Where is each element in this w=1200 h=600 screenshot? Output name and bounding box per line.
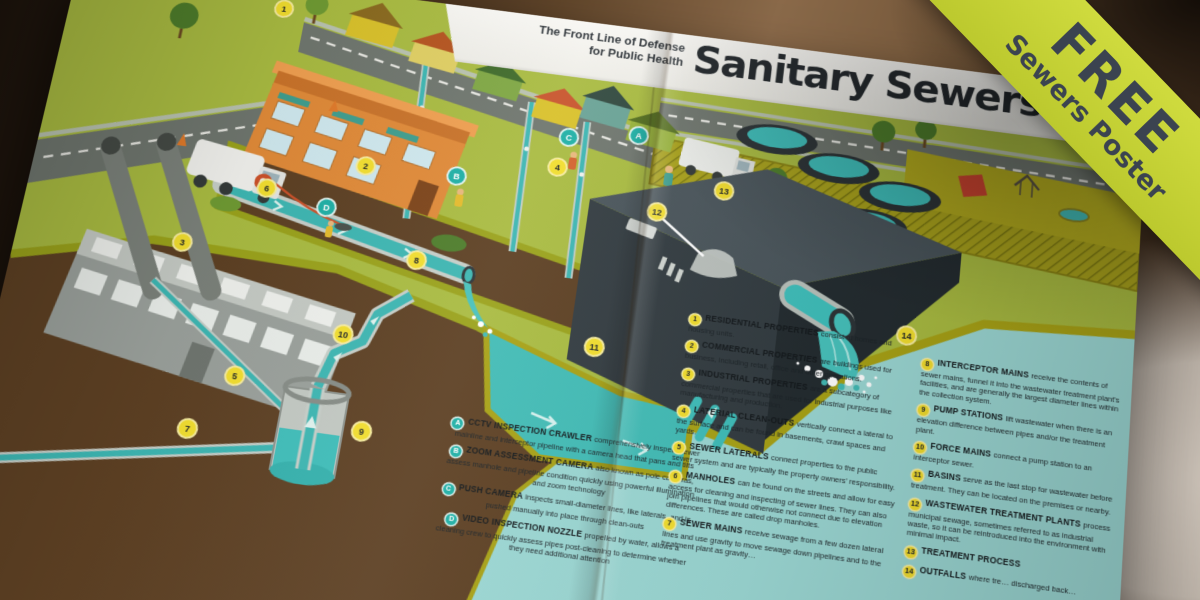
- underground-soil: [0, 120, 676, 600]
- legend-badge-14: 14: [902, 565, 916, 579]
- playground: [900, 149, 1144, 254]
- legend-column-1: 1 RESIDENTIAL PROPERTIES consist of home…: [660, 312, 910, 586]
- legend-badge-13: 13: [904, 545, 918, 559]
- pipe-trench: [199, 145, 676, 362]
- poster-wrap: The Front Line of Defense for Public Hea…: [0, 0, 1149, 600]
- pond: [1059, 207, 1089, 223]
- legend-badge-C: C: [441, 482, 455, 496]
- outfall-waterfall: [786, 295, 884, 394]
- legend-badge-A: A: [451, 417, 465, 430]
- factory: [32, 123, 356, 421]
- basin: [467, 328, 699, 477]
- force-main: [318, 285, 411, 397]
- pump-station: [268, 376, 351, 489]
- manhole: [333, 222, 353, 232]
- commercial-building: [242, 60, 479, 220]
- plant-yard-hatch: [644, 136, 1143, 291]
- treatment-plant: [557, 147, 967, 478]
- clarifier-cutaway: [689, 246, 740, 281]
- poster-illustration: [0, 0, 1149, 600]
- legend-column-2: 8 INTERCEPTOR MAINS receive the contents…: [902, 357, 1122, 600]
- water-body: [373, 245, 1135, 600]
- sewers-poster: The Front Line of Defense for Public Hea…: [0, 0, 1149, 600]
